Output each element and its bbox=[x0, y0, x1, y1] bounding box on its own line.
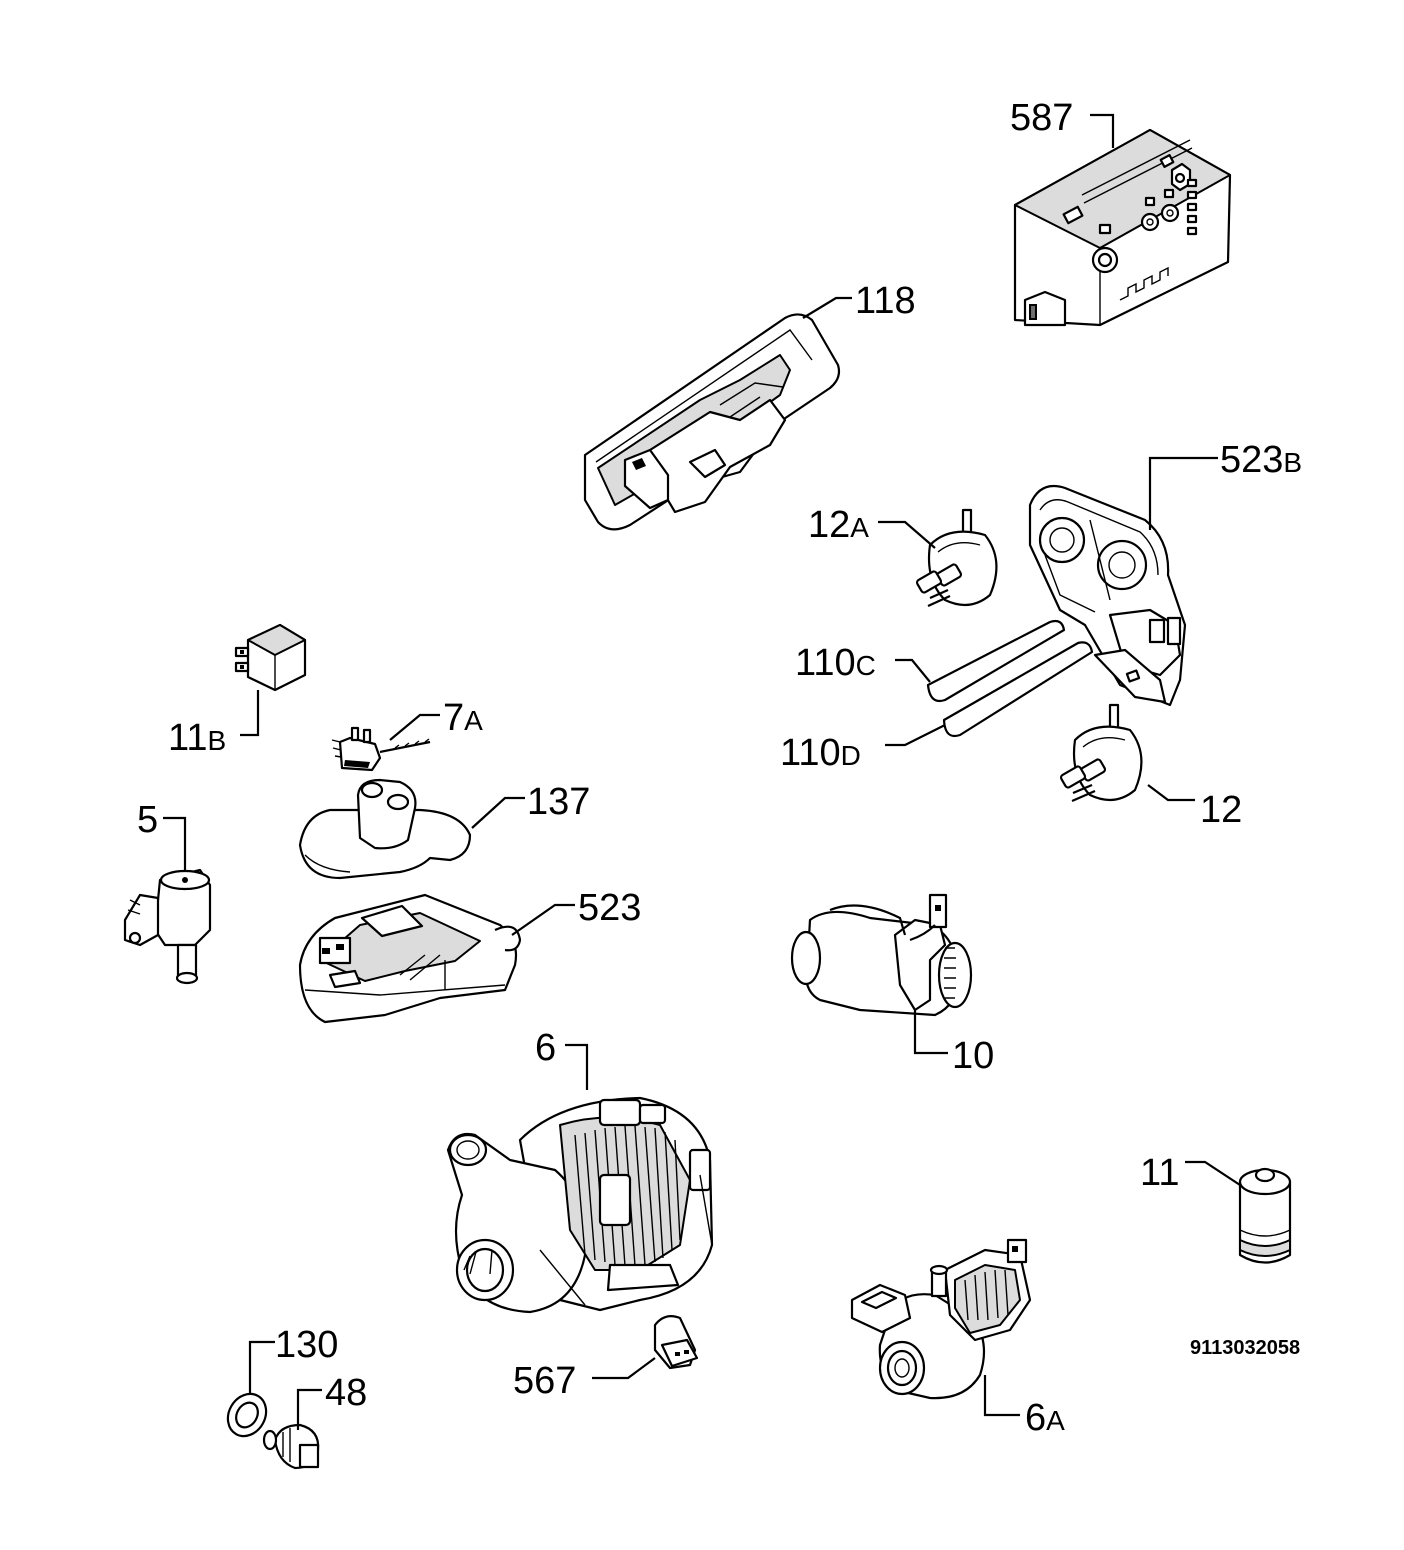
part-587-control-module bbox=[1013, 128, 1232, 327]
part-523b-water-chamber bbox=[1028, 484, 1187, 707]
part-110c-hose bbox=[926, 619, 1066, 703]
label-110d: 110D bbox=[780, 732, 861, 774]
label-6a: 6A bbox=[1025, 1397, 1065, 1439]
label-11: 11 bbox=[1140, 1152, 1179, 1194]
leader-587 bbox=[1090, 113, 1115, 148]
part-48-plug bbox=[262, 1423, 320, 1470]
leader-10 bbox=[913, 1010, 948, 1055]
document-number: 9113032058 bbox=[1190, 1337, 1300, 1359]
leader-5 bbox=[163, 816, 187, 870]
label-523b: 523B bbox=[1220, 439, 1302, 481]
part-137-cover bbox=[298, 778, 472, 880]
part-567-clip bbox=[653, 1315, 699, 1370]
label-10: 10 bbox=[952, 1035, 994, 1077]
leader-523 bbox=[511, 903, 575, 936]
label-110c: 110C bbox=[795, 642, 876, 684]
label-137: 137 bbox=[527, 781, 590, 823]
label-118: 118 bbox=[855, 280, 916, 322]
part-5-inlet-valve bbox=[123, 868, 212, 985]
part-523-softener bbox=[298, 893, 522, 1024]
label-12a: 12A bbox=[808, 504, 869, 546]
leader-137 bbox=[471, 796, 525, 829]
part-12a-pressure-switch bbox=[915, 508, 998, 608]
leader-523b bbox=[1148, 456, 1218, 530]
label-587: 587 bbox=[1010, 97, 1073, 139]
part-10-heater bbox=[790, 893, 973, 1017]
part-6-circulation-pump bbox=[446, 1096, 714, 1314]
leader-110d bbox=[885, 724, 946, 747]
label-567: 567 bbox=[513, 1360, 576, 1402]
part-11-capacitor bbox=[1238, 1167, 1292, 1264]
part-6a-drain-pump bbox=[850, 1238, 1032, 1400]
part-12-pressure-switch bbox=[1059, 703, 1143, 803]
label-12: 12 bbox=[1200, 789, 1242, 831]
part-118-detergent-dispenser bbox=[583, 313, 841, 531]
label-48: 48 bbox=[325, 1372, 367, 1414]
part-110d-hose bbox=[942, 641, 1094, 738]
leader-567 bbox=[592, 1357, 656, 1380]
leader-48 bbox=[296, 1388, 322, 1430]
leader-6a bbox=[983, 1375, 1020, 1417]
leader-12a bbox=[878, 520, 936, 549]
label-523: 523 bbox=[578, 887, 641, 929]
leader-110c bbox=[895, 658, 931, 683]
leader-130 bbox=[248, 1340, 275, 1395]
leader-7a bbox=[389, 713, 440, 741]
part-7a-switch bbox=[331, 726, 431, 772]
leader-11 bbox=[1185, 1160, 1241, 1186]
leader-12 bbox=[1147, 784, 1195, 802]
label-11b: 11B bbox=[168, 717, 226, 759]
leader-118 bbox=[802, 296, 852, 319]
leader-6 bbox=[565, 1043, 589, 1090]
label-130: 130 bbox=[275, 1324, 338, 1366]
label-5: 5 bbox=[137, 799, 158, 841]
part-130-seal bbox=[226, 1392, 268, 1438]
leader-11b bbox=[240, 690, 260, 737]
label-6: 6 bbox=[535, 1027, 556, 1069]
label-7a: 7A bbox=[443, 697, 483, 739]
part-11b-relay bbox=[234, 623, 307, 692]
